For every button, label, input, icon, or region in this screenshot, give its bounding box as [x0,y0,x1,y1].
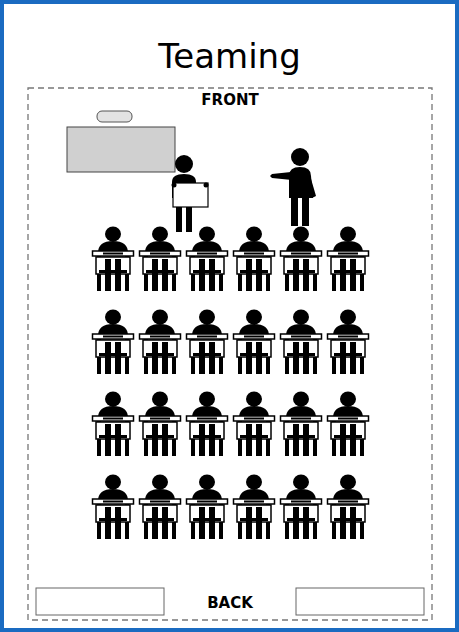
student-desk [140,392,181,457]
student-desk [93,310,134,375]
back-area-left [36,588,164,615]
student-desk [140,227,181,292]
student-desk [187,392,228,457]
room-side-label: BACK [130,594,330,612]
student-desk [187,310,228,375]
student-desk [234,475,275,540]
student-desk [328,310,369,375]
student-desk [281,227,322,292]
teacher-desk [67,127,175,172]
student-desk [234,392,275,457]
teacher-chair [97,111,132,122]
room-outline [28,88,432,620]
student-desk [187,227,228,292]
student-desk [328,392,369,457]
student-desk [93,227,134,292]
student-desk [328,475,369,540]
student-desk [93,475,134,540]
student-desks [93,227,369,540]
student-desk [187,475,228,540]
student-desk [93,392,134,457]
student-desk [281,392,322,457]
student-desk [281,310,322,375]
diagram-title: Teaming [0,36,459,76]
teacher-with-paper [172,155,209,232]
student-desk [234,227,275,292]
back-area-right [296,588,424,615]
student-desk [281,475,322,540]
student-desk [140,475,181,540]
teacher-gesturing [270,148,316,226]
student-desk [234,310,275,375]
student-desk [140,310,181,375]
student-desk [328,227,369,292]
room-side-label: FRONT [130,91,330,109]
